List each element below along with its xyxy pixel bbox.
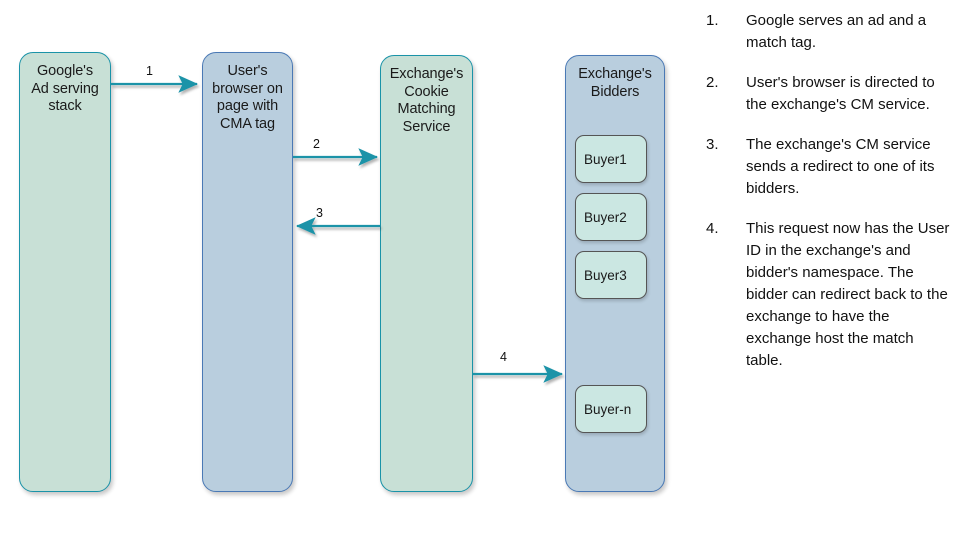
step-text: User's browser is directed to the exchan… (746, 74, 935, 113)
step-number: 2. (706, 74, 719, 91)
buyer-box-buyer3[interactable]: Buyer3 (575, 251, 647, 299)
buyer-box-buyer2[interactable]: Buyer2 (575, 193, 647, 241)
steps-list: 1. Google serves an ad and a match tag. … (706, 10, 952, 390)
step-text: This request now has the User ID in the … (746, 220, 950, 369)
buyer-box-buyer1[interactable]: Buyer1 (575, 135, 647, 183)
step-number: 1. (706, 12, 719, 29)
arrow-3-label: 3 (316, 206, 323, 220)
buyer-label: Buyer-n (584, 401, 632, 417)
node-label: Google's Ad serving stack (31, 63, 99, 114)
step-item-1: 1. Google serves an ad and a match tag. (706, 10, 952, 54)
buyer-label: Buyer1 (584, 151, 627, 167)
node-label: Exchange's Bidders (578, 66, 652, 100)
arrow-2-label: 2 (313, 137, 320, 151)
step-item-3: 3. The exchange's CM service sends a red… (706, 134, 952, 200)
arrow-1-label: 1 (146, 64, 153, 78)
step-text: Google serves an ad and a match tag. (746, 12, 927, 51)
step-number: 3. (706, 136, 719, 153)
node-user-browser[interactable]: User's browser on page with CMA tag (202, 52, 293, 492)
node-label: User's browser on page with CMA tag (212, 63, 283, 132)
step-number: 4. (706, 220, 719, 237)
step-item-4: 4. This request now has the User ID in t… (706, 218, 952, 372)
arrow-4-label: 4 (500, 350, 507, 364)
step-text: The exchange's CM service sends a redire… (746, 136, 935, 197)
buyer-box-buyer-n[interactable]: Buyer-n (575, 385, 647, 433)
buyer-label: Buyer2 (584, 209, 627, 225)
node-exchange-cookie-matching-service[interactable]: Exchange's Cookie Matching Service (380, 55, 473, 492)
node-label: Exchange's Cookie Matching Service (389, 66, 464, 135)
step-item-2: 2. User's browser is directed to the exc… (706, 72, 952, 116)
node-google-ad-serving-stack[interactable]: Google's Ad serving stack (19, 52, 111, 492)
buyer-label: Buyer3 (584, 267, 627, 283)
